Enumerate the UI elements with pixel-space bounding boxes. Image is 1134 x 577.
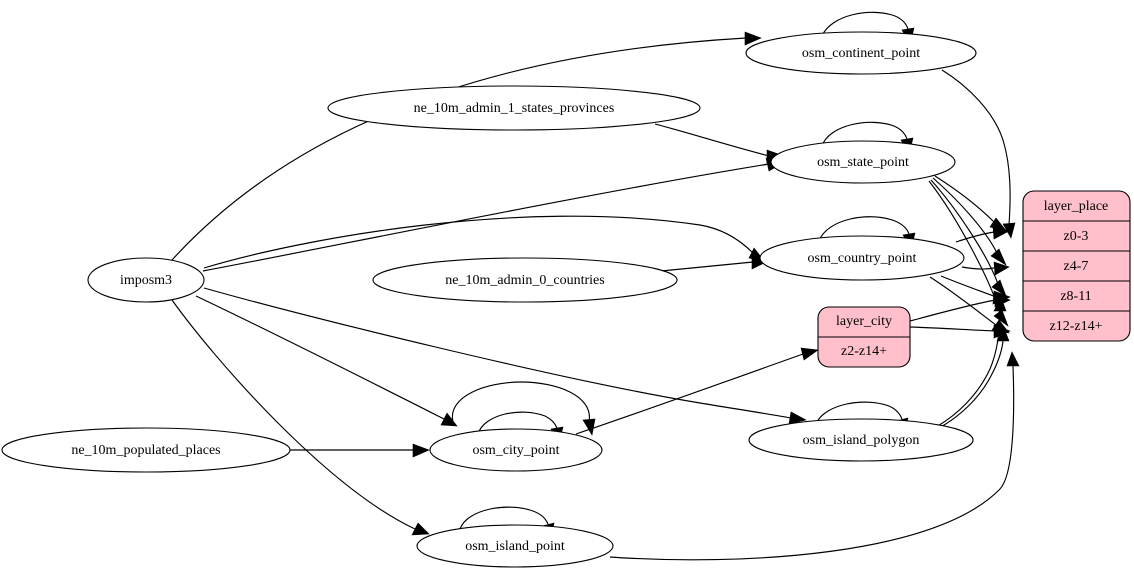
edge-osm-country-point-to-layer-place-z0-3	[955, 225, 1010, 243]
edge-imposm3-to-osm-island-polygon	[203, 287, 807, 425]
node-osm-country-point[interactable]: osm_country_point	[759, 235, 965, 281]
node-osm-island-polygon-label: osm_island_polygon	[803, 433, 920, 448]
record-layer-place-row-z4-7[interactable]: z4-7	[1064, 259, 1089, 274]
node-ne-10m-populated-places[interactable]: ne_10m_populated_places	[1, 427, 291, 473]
record-layer-place-row-z12-z14[interactable]: z12-z14+	[1050, 319, 1103, 334]
record-layer-city-row-z2-z14[interactable]: z2-z14+	[841, 344, 887, 359]
node-osm-country-point-label: osm_country_point	[808, 251, 917, 266]
edge-imposm3-to-osm-city-point	[195, 295, 458, 427]
edge-outer-arc-osm-city-point	[451, 381, 596, 436]
edge-osm-island-polygon-to-layer-place-z12-z14	[936, 327, 1010, 430]
node-ne-countries-label: ne_10m_admin_0_countries	[445, 273, 604, 288]
node-osm-city-point[interactable]: osm_city_point	[429, 428, 603, 472]
node-imposm3[interactable]: imposm3	[87, 257, 205, 303]
record-layer: layer_place z0-3 z4-7 z8-11 z12-z14+ lay…	[817, 190, 1131, 368]
edge-imposm3-to-osm-island-point	[171, 299, 430, 536]
edge-ne-populated-to-osm-city-point	[290, 443, 430, 458]
node-osm-city-point-label: osm_city_point	[472, 443, 559, 458]
node-osm-continent-point-label: osm_continent_point	[802, 46, 920, 61]
edge-osm-state-point-to-layer-place-z8-11	[930, 179, 1007, 297]
node-osm-state-point[interactable]: osm_state_point	[770, 140, 956, 184]
record-node-layer-place[interactable]: layer_place z0-3 z4-7 z8-11 z12-z14+	[1022, 190, 1131, 342]
record-layer-city-title: layer_city	[836, 314, 892, 329]
edge-osm-state-point-to-layer-place-z4-7	[932, 177, 1007, 266]
record-node-layer-city[interactable]: layer_city z2-z14+	[817, 306, 911, 368]
edge-osm-city-point-to-layer-city	[575, 347, 819, 435]
edge-layer	[171, 11, 1020, 561]
node-osm-island-point-label: osm_island_point	[465, 539, 565, 554]
node-osm-island-point[interactable]: osm_island_point	[416, 524, 614, 568]
node-ne-10m-admin-0-countries[interactable]: ne_10m_admin_0_countries	[372, 257, 678, 303]
edge-layer-city-to-layer-place-z12-z14	[909, 324, 1011, 339]
edge-imposm3-to-osm-state-point	[202, 157, 785, 272]
edge-osm-country-point-to-layer-place-z4-7	[961, 261, 1010, 276]
node-ne-populated-label: ne_10m_populated_places	[71, 443, 220, 458]
edge-osm-island-polygon-to-layer-place-z8-11	[935, 296, 1007, 428]
node-layer: imposm3 ne_10m_admin_1_states_provinces …	[1, 31, 977, 568]
edge-ne-states-to-osm-state-point	[654, 123, 785, 164]
node-imposm3-label: imposm3	[120, 273, 172, 288]
record-layer-place-row-z8-11[interactable]: z8-11	[1060, 289, 1091, 304]
node-osm-state-point-label: osm_state_point	[817, 155, 909, 170]
edge-osm-continent-point-to-layer-place-z0-3	[941, 69, 1016, 239]
edge-imposm3-to-osm-continent-point	[171, 31, 762, 261]
record-layer-place-title: layer_place	[1044, 199, 1109, 214]
edge-osm-island-point-to-layer-place-z12-z14	[609, 351, 1020, 561]
node-osm-continent-point[interactable]: osm_continent_point	[745, 31, 977, 75]
node-ne-10m-admin-1-states-provinces[interactable]: ne_10m_admin_1_states_provinces	[327, 85, 701, 131]
node-ne-states-label: ne_10m_admin_1_states_provinces	[414, 101, 615, 116]
record-layer-place-row-z0-3[interactable]: z0-3	[1064, 229, 1089, 244]
node-osm-island-polygon[interactable]: osm_island_polygon	[748, 418, 974, 462]
edge-ne-countries-to-osm-country-point	[660, 255, 769, 272]
